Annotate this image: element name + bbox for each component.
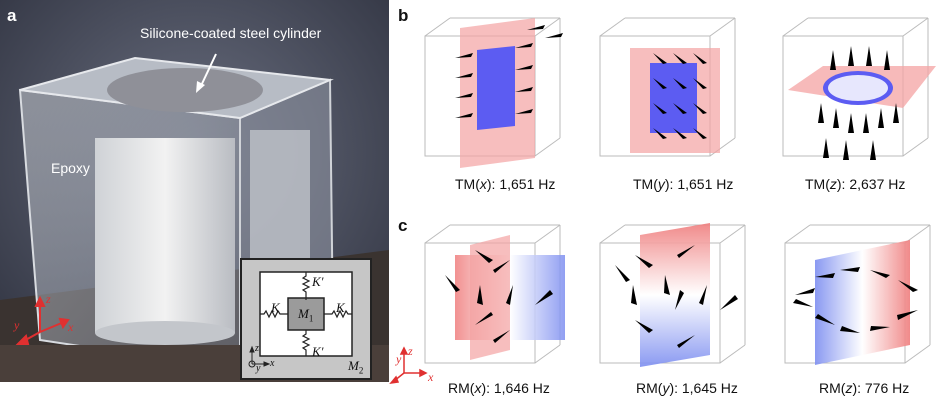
photo-axis-y: y [14, 318, 20, 332]
photo-axis-z: z [46, 292, 51, 306]
panel-c-axes [389, 346, 428, 385]
panel-label-c: c [398, 216, 408, 235]
epoxy-label: Epoxy [51, 160, 90, 176]
inset-M1: M1 [298, 306, 314, 324]
caption-TMx: TM(x): 1,651 Hz [455, 176, 556, 192]
mode-plot-TMy [595, 8, 745, 173]
inset-K-prime-bottom: K′ [312, 344, 324, 359]
inset-K-right: K [336, 300, 345, 315]
inset-K-prime-top: K′ [312, 274, 324, 289]
mode-plot-RMz [780, 215, 940, 375]
caption-TMy: TM(y): 1,651 Hz [633, 176, 734, 192]
spring-mass-inset: K K K′ K′ M1 M2 z y x [240, 258, 372, 380]
panel-c-axis-x: x [428, 370, 434, 384]
mode-plot-RMy [595, 215, 755, 375]
panel-c-axis-y: y [396, 352, 402, 366]
inset-axis-x: x [270, 358, 275, 369]
inset-axis-y: y [256, 363, 261, 374]
inset-K-left: K [271, 300, 280, 315]
panel-label-a: a [7, 6, 17, 25]
inset-axis-z: z [255, 343, 259, 354]
photo-axis-x: x [68, 320, 74, 334]
caption-RMz: RM(z): 776 Hz [819, 380, 910, 396]
caption-TMz: TM(z): 2,637 Hz [805, 176, 906, 192]
inset-M2: M2 [348, 358, 364, 376]
caption-RMx: RM(x): 1,646 Hz [448, 380, 550, 396]
epoxy-cube-photo [0, 0, 389, 382]
panel-c-axis-z: z [408, 344, 413, 358]
mode-plot-TMz [778, 8, 938, 173]
cylinder-label: Silicone-coated steel cylinder [140, 25, 322, 41]
mode-plot-RMx [415, 215, 575, 375]
mode-plot-TMx [415, 8, 565, 173]
panel-label-b: b [398, 6, 409, 25]
caption-RMy: RM(y): 1,645 Hz [636, 380, 738, 396]
